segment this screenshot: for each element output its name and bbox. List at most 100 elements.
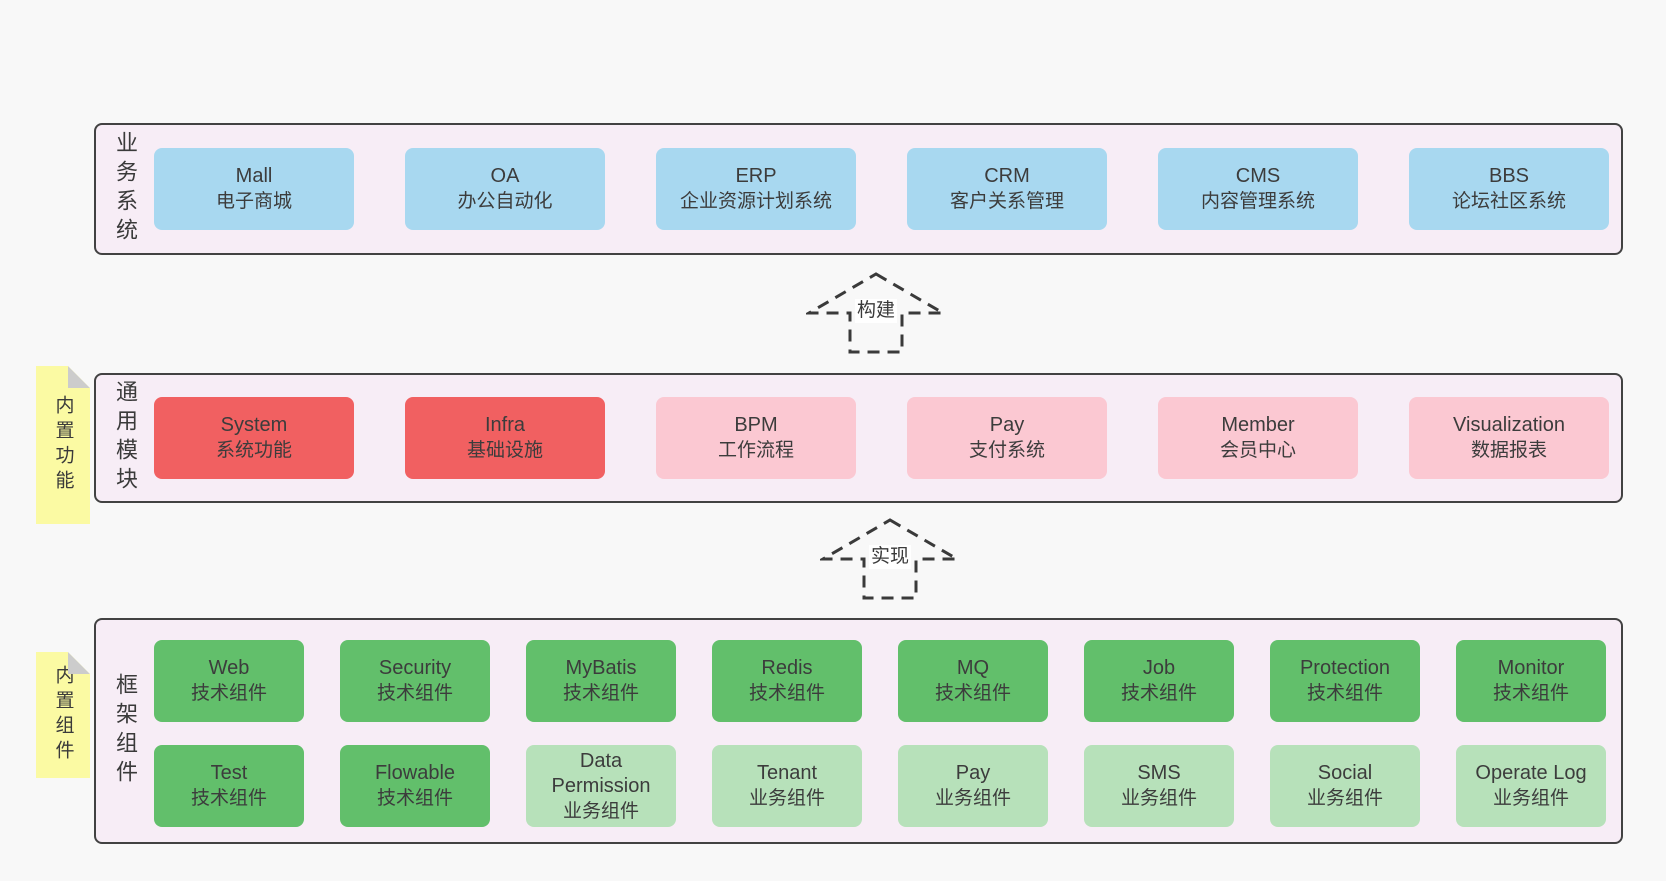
box-social: Social 业务组件 [1270,745,1420,827]
box-crm: CRM 客户关系管理 [907,148,1107,230]
box-bbs-title: BBS [1488,165,1530,187]
box-web: Web 技术组件 [154,640,304,722]
box-protection: Protection 技术组件 [1270,640,1420,722]
box-mall: Mall 电子商城 [154,148,354,230]
business-layer-label: 业务系统 [113,131,138,247]
box-protection-title: Protection [1299,657,1391,679]
box-pay-module-title: Pay [989,414,1025,436]
arrow-implement-label: 实现 [868,545,912,569]
box-test: Test 技术组件 [154,745,304,827]
box-system-title: System [220,414,288,436]
arrow-up-icon [820,518,960,600]
box-tenant-title: Tenant [756,762,818,784]
box-bbs: BBS 论坛社区系统 [1409,148,1609,230]
framework-layer-label: 框架组件 [113,673,138,789]
box-security-title: Security [378,657,452,679]
box-mq-subtitle: 技术组件 [934,683,1011,704]
box-job-subtitle: 技术组件 [1120,683,1197,704]
box-crm-title: CRM [984,165,1030,187]
box-mybatis-title: MyBatis [565,657,637,679]
framework-label-zone: 框架组件 [96,620,154,842]
arrow-build-label: 构建 [854,299,898,323]
box-pay-module: Pay 支付系统 [907,397,1107,479]
arrow-implement: 实现 [820,517,960,601]
box-bpm-title: BPM [734,414,778,436]
box-erp-title: ERP [735,165,777,187]
note-builtin-components-label: 内置组件 [52,665,74,765]
box-mybatis-subtitle: 技术组件 [562,683,639,704]
box-monitor-title: Monitor [1497,657,1565,679]
box-cms-title: CMS [1235,165,1281,187]
box-redis-title: Redis [761,657,813,679]
box-operate-log: Operate Log 业务组件 [1456,745,1606,827]
box-pay-module-subtitle: 支付系统 [968,440,1045,461]
modules-layer-label: 通用模块 [113,380,138,496]
box-flowable-subtitle: 技术组件 [376,788,453,809]
box-redis: Redis 技术组件 [712,640,862,722]
box-flowable-title: Flowable [374,762,456,784]
layer-common-modules: 通用模块 System 系统功能 Infra 基础设施 BPM 工作流程 Pay… [94,373,1623,503]
box-erp: ERP 企业资源计划系统 [656,148,856,230]
box-social-subtitle: 业务组件 [1306,788,1383,809]
box-job: Job 技术组件 [1084,640,1234,722]
box-social-title: Social [1317,762,1373,784]
box-operate-log-title: Operate Log [1475,762,1587,784]
box-pay-component-subtitle: 业务组件 [934,788,1011,809]
modules-box-row: System 系统功能 Infra 基础设施 BPM 工作流程 Pay 支付系统… [154,375,1621,501]
box-protection-subtitle: 技术组件 [1306,683,1383,704]
layer-framework-components: 框架组件 Web 技术组件 Security 技术组件 MyBatis 技术组件… [94,618,1623,844]
box-test-title: Test [210,762,248,784]
box-mq: MQ 技术组件 [898,640,1048,722]
box-pay-component: Pay 业务组件 [898,745,1048,827]
box-visualization-subtitle: 数据报表 [1470,440,1547,461]
box-mq-title: MQ [956,657,990,679]
box-member-title: Member [1221,414,1295,436]
box-web-title: Web [208,657,250,679]
box-oa: OA 办公自动化 [405,148,605,230]
box-infra-title: Infra [484,414,526,436]
box-job-title: Job [1142,657,1176,679]
box-monitor-subtitle: 技术组件 [1492,683,1569,704]
box-data-permission-subtitle: 业务组件 [562,800,639,822]
box-redis-subtitle: 技术组件 [748,683,825,704]
box-system: System 系统功能 [154,397,354,479]
note-builtin-components: 内置组件 [36,652,90,778]
box-member-subtitle: 会员中心 [1219,440,1296,461]
box-mybatis: MyBatis 技术组件 [526,640,676,722]
box-sms-subtitle: 业务组件 [1120,788,1197,809]
business-label-zone: 业务系统 [96,125,154,253]
box-oa-subtitle: 办公自动化 [457,191,553,212]
box-test-subtitle: 技术组件 [190,788,267,809]
box-infra: Infra 基础设施 [405,397,605,479]
box-operate-log-subtitle: 业务组件 [1492,788,1569,809]
box-sms: SMS 业务组件 [1084,745,1234,827]
box-bbs-subtitle: 论坛社区系统 [1451,191,1566,212]
box-visualization-title: Visualization [1453,414,1565,436]
business-box-row: Mall 电子商城 OA 办公自动化 ERP 企业资源计划系统 CRM 客户关系… [154,125,1621,253]
box-erp-subtitle: 企业资源计划系统 [679,191,832,212]
note-builtin-features-label: 内置功能 [52,395,74,495]
note-builtin-features: 内置功能 [36,366,90,524]
box-oa-title: OA [490,165,520,187]
box-flowable: Flowable 技术组件 [340,745,490,827]
box-tenant-subtitle: 业务组件 [748,788,825,809]
box-system-subtitle: 系统功能 [215,440,292,461]
box-mall-title: Mall [235,165,273,187]
box-crm-subtitle: 客户关系管理 [949,191,1064,212]
box-data-permission-title: Data Permission [551,749,651,797]
box-visualization: Visualization 数据报表 [1409,397,1609,479]
box-bpm: BPM 工作流程 [656,397,856,479]
box-cms-subtitle: 内容管理系统 [1200,191,1315,212]
arrow-build: 构建 [806,271,946,355]
arrow-up-icon [806,272,946,354]
box-monitor: Monitor 技术组件 [1456,640,1606,722]
box-member: Member 会员中心 [1158,397,1358,479]
framework-row-1: Web 技术组件 Security 技术组件 MyBatis 技术组件 Redi… [154,640,1606,722]
box-security: Security 技术组件 [340,640,490,722]
box-cms: CMS 内容管理系统 [1158,148,1358,230]
framework-row-2: Test 技术组件 Flowable 技术组件 Data Permission … [154,745,1606,827]
box-data-permission: Data Permission 业务组件 [526,745,676,827]
box-mall-subtitle: 电子商城 [215,191,292,212]
box-sms-title: SMS [1137,762,1181,784]
